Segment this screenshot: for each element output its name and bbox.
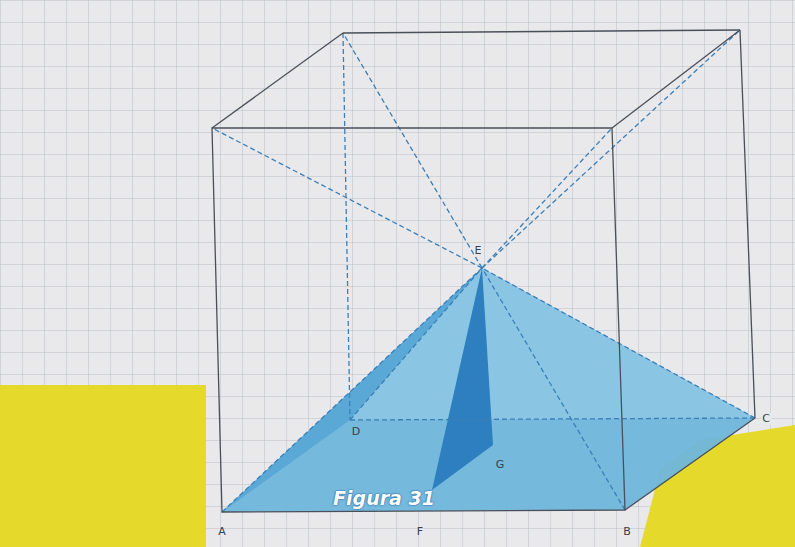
point-label: E	[474, 245, 483, 257]
point-label: C	[761, 413, 771, 425]
point-label: D	[351, 426, 361, 438]
figure-caption: Figura 31	[333, 487, 435, 509]
point-label: A	[217, 526, 227, 538]
point-label: G	[495, 459, 506, 471]
point-label: B	[622, 526, 632, 538]
point-label: F	[416, 526, 424, 538]
